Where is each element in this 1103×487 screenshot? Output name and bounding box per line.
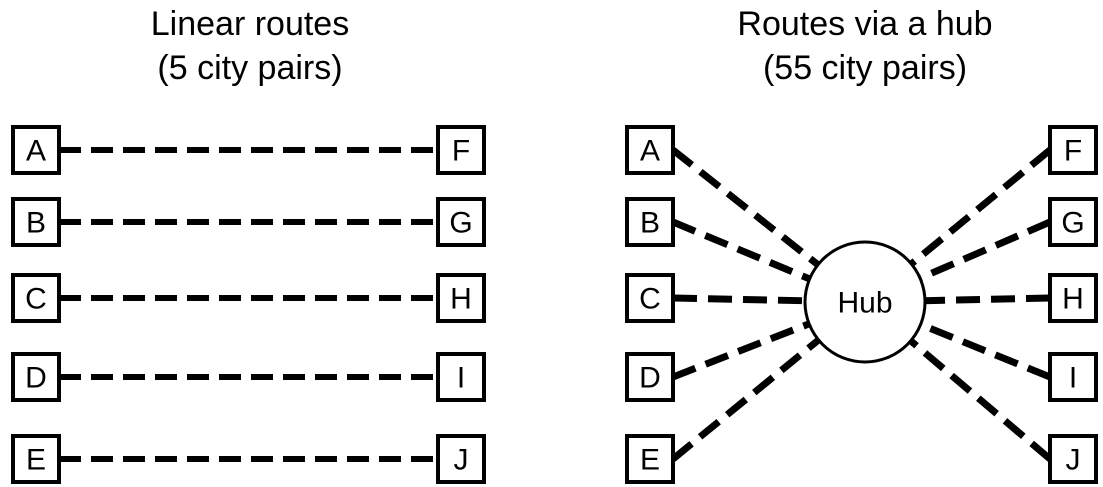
- linear-node-d-label: D: [25, 362, 47, 395]
- hub-routes-title: Routes via a hub (55 city pairs): [655, 2, 1075, 90]
- hub-node-g-box: [1048, 197, 1098, 247]
- linear-node-g-box: [436, 197, 486, 247]
- linear-node-b-label: B: [26, 207, 46, 240]
- nodes-layer: A F B G C H D I E J Hub A B C D E F G H I J: [11, 125, 1098, 484]
- hub-node-e: E: [625, 434, 675, 484]
- linear-node-e-label: E: [26, 444, 46, 477]
- hub-node-g: G: [1048, 197, 1098, 247]
- hub-node-d-box: [625, 352, 675, 402]
- linear-node-a-label: A: [26, 135, 46, 168]
- hub-node-i: I: [1048, 352, 1098, 402]
- linear-node-c-label: C: [25, 283, 47, 316]
- hub-node-b: B: [625, 197, 675, 247]
- hub-route-g: [916, 218, 1052, 283]
- hub-node-h: H: [1048, 273, 1098, 323]
- linear-node-g-label: G: [449, 207, 472, 240]
- hub-node-h-label: H: [1062, 283, 1084, 316]
- hub-node-e-label: E: [640, 444, 660, 477]
- hub-route-f: [907, 147, 1053, 268]
- linear-node-f-label: F: [452, 135, 470, 168]
- hub-node-d: D: [625, 352, 675, 402]
- linear-routes-title: Linear routes (5 city pairs): [40, 2, 460, 90]
- hub-node-b-label: B: [640, 207, 660, 240]
- hub-node-e-box: [625, 434, 675, 484]
- hub-node-c-label: C: [639, 283, 661, 316]
- linear-node-d-box: [11, 352, 61, 402]
- hub-node-a: A: [625, 125, 675, 175]
- linear-node-a: A: [11, 125, 61, 175]
- linear-node-j-box: [436, 434, 486, 484]
- hub-node-j-label: J: [1066, 444, 1081, 477]
- hub-node-a-label: A: [640, 135, 660, 168]
- linear-node-g: G: [436, 197, 486, 247]
- hub-node-c: C: [625, 273, 675, 323]
- hub-node-c-box: [625, 273, 675, 323]
- hub-node-d-label: D: [639, 362, 661, 395]
- hub-routes-title-line2: (55 city pairs): [762, 49, 968, 87]
- hub-routes-title-line1: Routes via a hub: [737, 5, 993, 43]
- hub-node-f-box: [1048, 125, 1098, 175]
- hub-node-b-box: [625, 197, 675, 247]
- linear-node-d: D: [11, 352, 61, 402]
- linear-node-b: B: [11, 197, 61, 247]
- routes-layer: [59, 147, 1053, 462]
- linear-node-c: C: [11, 273, 61, 323]
- hub-node-a-box: [625, 125, 675, 175]
- linear-routes-title-line2: (5 city pairs): [157, 49, 343, 87]
- hub-route-d: [671, 319, 813, 381]
- hub-node-j-box: [1048, 434, 1098, 484]
- hub-route-c: [672, 294, 808, 305]
- hub-node-f-label: F: [1064, 135, 1082, 168]
- hub-route-e: [670, 336, 823, 462]
- hub-label: Hub: [837, 287, 892, 320]
- hub-node-h-box: [1048, 273, 1098, 323]
- linear-node-b-box: [11, 197, 61, 247]
- hub-circle: [803, 240, 927, 364]
- linear-node-i: I: [436, 352, 486, 402]
- hub-node-f: F: [1048, 125, 1098, 175]
- linear-routes-title-line1: Linear routes: [150, 5, 350, 43]
- hub-route-h: [922, 294, 1051, 305]
- linear-node-i-label: I: [457, 362, 465, 395]
- linear-node-f: F: [436, 125, 486, 175]
- hub-route-a: [670, 147, 822, 269]
- linear-node-j: J: [436, 434, 486, 484]
- hub-route-i: [917, 320, 1052, 381]
- linear-node-e-box: [11, 434, 61, 484]
- hub-node: Hub: [803, 240, 927, 364]
- hub-node-j: J: [1048, 434, 1098, 484]
- linear-node-h-box: [436, 273, 486, 323]
- linear-node-i-box: [436, 352, 486, 402]
- hub-route-b: [671, 218, 813, 283]
- linear-node-h: H: [436, 273, 486, 323]
- linear-node-h-label: H: [450, 283, 472, 316]
- linear-node-c-box: [11, 273, 61, 323]
- linear-node-a-box: [11, 125, 61, 175]
- hub-node-i-box: [1048, 352, 1098, 402]
- linear-node-f-box: [436, 125, 486, 175]
- hub-node-i-label: I: [1069, 362, 1077, 395]
- hub-node-g-label: G: [1061, 207, 1084, 240]
- hub-route-j: [906, 336, 1053, 462]
- linear-node-j-label: J: [454, 444, 469, 477]
- linear-node-e: E: [11, 434, 61, 484]
